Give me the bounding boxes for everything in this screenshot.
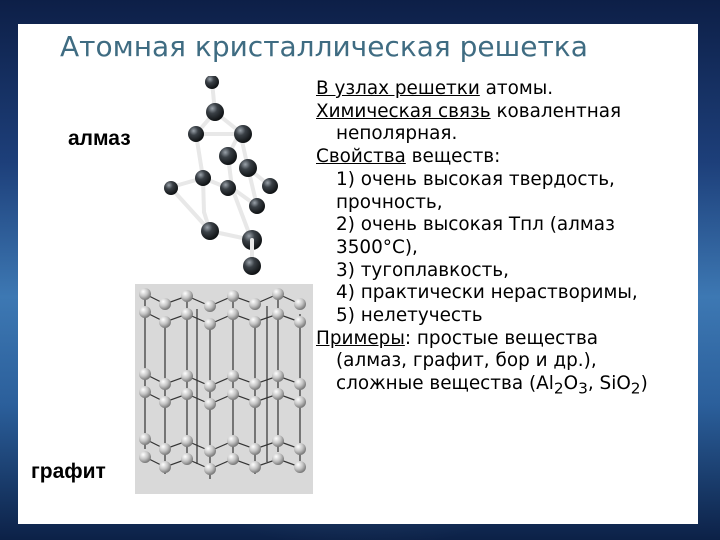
line-bond-cont: неполярная. (316, 123, 696, 146)
properties-term: Свойства (316, 146, 406, 167)
line-examples: Примеры: простые вещества (316, 328, 696, 351)
examples-line-2: (алмаз, графит, бор и др.), (316, 350, 696, 373)
ex3-sub-3: 2 (631, 380, 641, 398)
property-4: 4) практически нерастворимы, (316, 282, 696, 305)
ex3-sub-1: 2 (554, 380, 564, 398)
property-3: 3) тугоплавкость, (316, 260, 696, 283)
slide-panel: Атомная кристаллическая решетка алмаз гр… (18, 24, 698, 524)
graphite-lattice-image (135, 284, 313, 494)
graphite-label: графит (31, 460, 106, 484)
nodes-text: атомы. (480, 78, 553, 99)
diamond-lattice-image (136, 76, 296, 276)
examples-term: Примеры (316, 328, 405, 349)
examples-text: : простые вещества (405, 328, 598, 349)
line-bond: Химическая связь ковалентная (316, 101, 696, 124)
properties-text-label: веществ: (406, 146, 501, 167)
property-2-cont: 3500°С), (316, 237, 696, 260)
line-nodes: В узлах решетки атомы. (316, 78, 696, 101)
bond-text: ковалентная (491, 101, 621, 122)
properties-text: В узлах решетки атомы. Химическая связь … (316, 78, 696, 401)
property-2: 2) очень высокая Тпл (алмаз (316, 214, 696, 237)
diamond-label: алмаз (68, 127, 131, 151)
property-1-cont: прочность, (316, 192, 696, 215)
property-1: 1) очень высокая твердость, (316, 169, 696, 192)
ex3-part-b: O (564, 373, 578, 394)
examples-line-3: сложные вещества (Al2O3, SiO2) (316, 373, 696, 400)
nodes-term: В узлах решетки (316, 78, 480, 99)
ex3-part-c: , SiO (588, 373, 631, 394)
bond-term: Химическая связь (316, 101, 491, 122)
property-5: 5) нелетучесть (316, 305, 696, 328)
slide-title: Атомная кристаллическая решетка (60, 30, 588, 63)
ex3-sub-2: 3 (578, 380, 588, 398)
ex3-part-d: ) (641, 373, 648, 394)
ex3-part-a: сложные вещества (Al (336, 373, 554, 394)
line-properties: Свойства веществ: (316, 146, 696, 169)
